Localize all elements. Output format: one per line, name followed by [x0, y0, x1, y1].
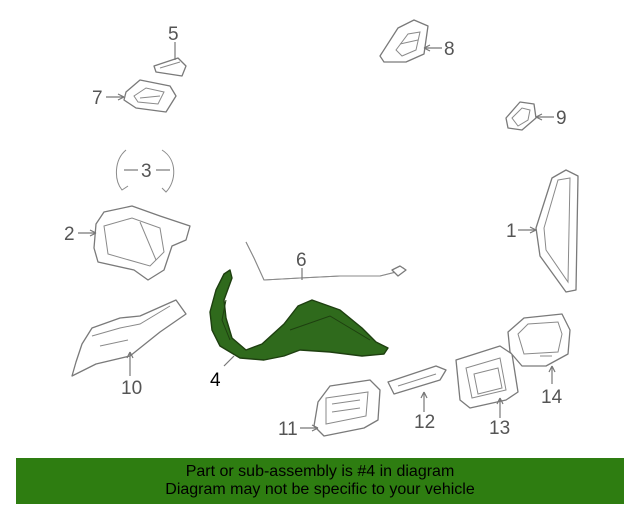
part-5[interactable] [153, 42, 187, 77]
part-3[interactable] [116, 149, 175, 193]
part-11[interactable] [300, 379, 381, 437]
callout-13: 13 [489, 418, 510, 439]
parts-diagram: 5 7 8 9 3 2 [64, 19, 579, 440]
part-13[interactable] [455, 345, 519, 418]
callout-3: 3 [141, 161, 152, 182]
callout-6: 6 [296, 250, 307, 271]
banner-line-1: Part or sub-assembly is #4 in diagram [185, 463, 455, 480]
callout-9: 9 [556, 108, 567, 129]
part-14[interactable] [507, 313, 571, 384]
callout-2: 2 [64, 224, 75, 245]
part-1[interactable] [518, 169, 579, 293]
callout-1: 1 [506, 221, 517, 242]
callout-7: 7 [92, 88, 103, 109]
callout-5: 5 [168, 24, 179, 45]
part-2[interactable] [78, 205, 191, 281]
info-banner: Part or sub-assembly is #4 in diagram Di… [16, 458, 624, 504]
part-8[interactable] [379, 19, 442, 63]
part-7[interactable] [106, 79, 177, 113]
callout-11: 11 [278, 419, 298, 440]
banner-line-2: Diagram may not be specific to your vehi… [165, 481, 475, 498]
callout-4: 4 [210, 370, 221, 391]
part-9[interactable] [505, 101, 554, 131]
callout-12: 12 [414, 412, 435, 433]
part-10[interactable] [71, 299, 187, 377]
part-6[interactable] [245, 241, 407, 281]
callout-10: 10 [121, 378, 142, 399]
callout-14: 14 [541, 387, 563, 408]
callout-8: 8 [444, 39, 455, 60]
part-4[interactable] [209, 269, 389, 367]
part-12[interactable] [387, 365, 447, 412]
